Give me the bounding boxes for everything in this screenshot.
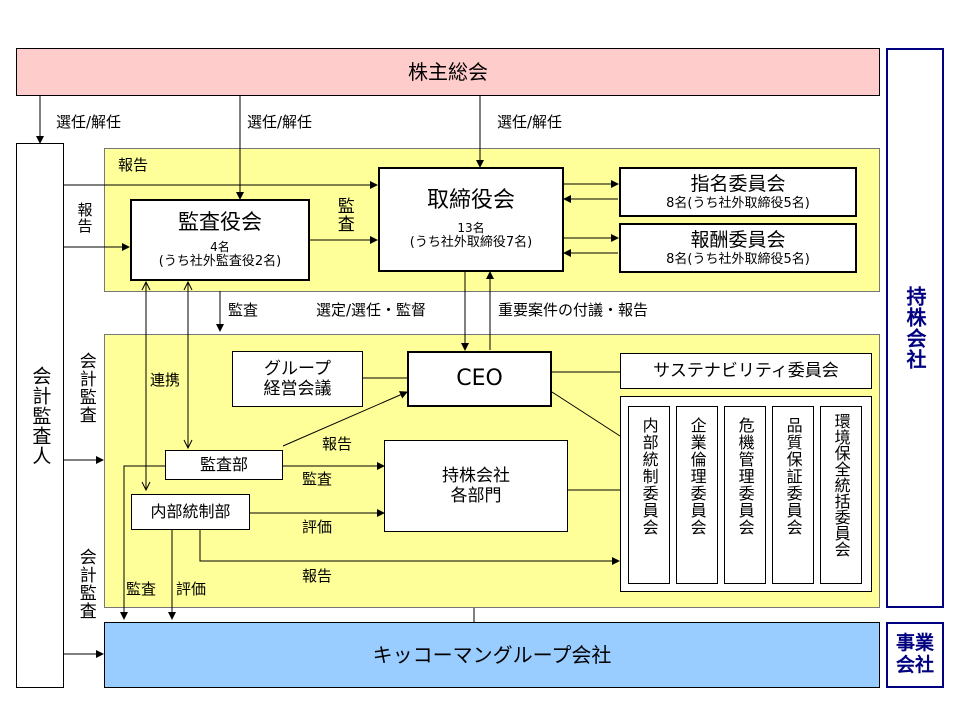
audit-label-internal-audit: 監査	[302, 470, 333, 488]
audit-label-vertical: 監査	[333, 197, 354, 233]
committee-environment: 環境保全統括委員会	[820, 406, 862, 584]
kikkoman-group-companies: キッコーマングループ会社	[104, 622, 880, 688]
audit-label-bottom: 監査	[126, 580, 157, 598]
sustainability-committee: サステナビリティ委員会	[620, 353, 872, 389]
committee-internal-control: 内部統制委員会	[628, 406, 670, 584]
committee-crisis: 危機管理委員会	[724, 406, 766, 584]
operating-companies-label: 事業会社	[886, 622, 944, 688]
group-management-meeting: グループ 経営会議	[232, 351, 363, 407]
shareholders-label: 株主総会	[408, 60, 488, 84]
select-supervise-label: 選定/選任・監督	[316, 301, 427, 319]
nomination-committee: 指名委員会 8名(うち社外取締役5名)	[619, 167, 857, 217]
internal-audit-dept: 監査部	[165, 450, 283, 480]
evaluate-label-bottom: 評価	[176, 580, 207, 598]
holding-company-label: 持株会社	[886, 48, 944, 608]
evaluate-label-internal-control: 評価	[302, 518, 333, 536]
report-label-internal-control: 報告	[302, 567, 333, 585]
accounting-auditor: 会計監査人	[16, 143, 64, 688]
elect-label-board: 選任/解任	[497, 113, 563, 131]
committee-quality: 品質保証委員会	[772, 406, 814, 584]
elect-label-audit-board: 選任/解任	[247, 113, 313, 131]
cooperation-label: 連携	[150, 371, 181, 389]
elect-label-auditor: 選任/解任	[56, 113, 122, 131]
audit-label-mid: 監査	[228, 301, 259, 319]
committee-ethics: 企業倫理委員会	[676, 406, 718, 584]
important-matters-label: 重要案件の付議・報告	[498, 301, 649, 319]
compensation-committee: 報酬委員会 8名(うち社外取締役5名)	[619, 223, 857, 273]
internal-control-dept: 内部統制部	[131, 494, 250, 530]
accounting-audit-label-2: 会計監査	[75, 548, 96, 620]
ceo-box: CEO	[407, 351, 552, 407]
report-label-side: 報告	[75, 202, 94, 234]
report-label-top: 報告	[118, 156, 149, 174]
board-of-directors: 取締役会 13名 (うち社外取締役7名)	[378, 167, 564, 272]
shareholders-meeting: 株主総会	[16, 48, 880, 96]
holding-departments: 持株会社 各部門	[384, 440, 568, 532]
report-label-internal-audit: 報告	[322, 435, 353, 453]
accounting-audit-label-1: 会計監査	[75, 352, 96, 424]
audit-board: 監査役会 4名 (うち社外監査役2名)	[130, 199, 310, 281]
